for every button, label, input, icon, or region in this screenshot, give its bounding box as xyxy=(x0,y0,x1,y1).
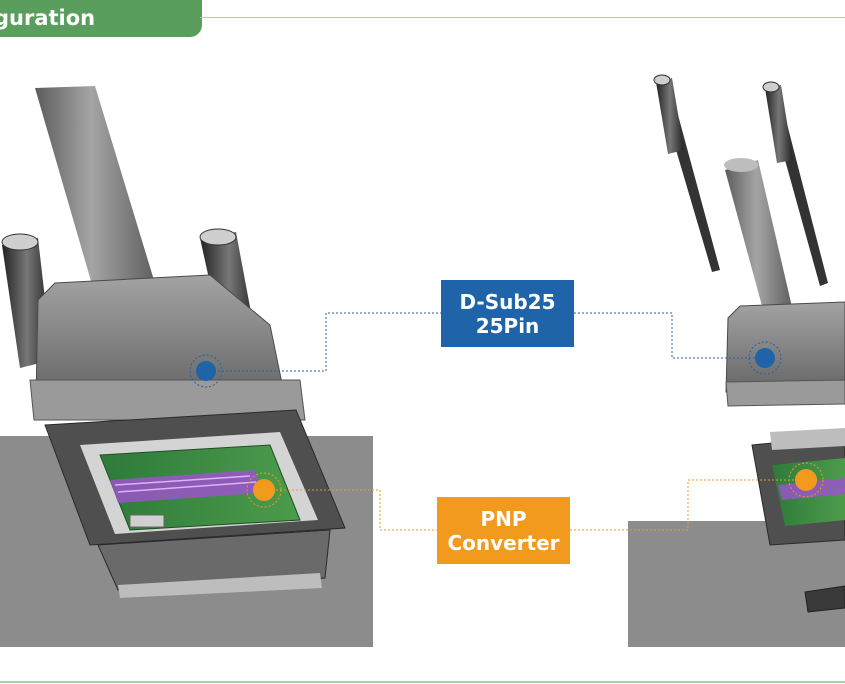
left-pcb xyxy=(99,444,301,531)
left-cable xyxy=(35,86,160,312)
dsub25-label-line1: D-Sub25 xyxy=(459,289,556,314)
right-hood xyxy=(725,301,845,393)
pnp-callout-lines xyxy=(264,479,806,531)
header-divider xyxy=(200,17,845,18)
dsub-marker-right xyxy=(748,341,782,375)
pnp-label-line2: Converter xyxy=(447,530,560,555)
right-cable xyxy=(725,160,795,328)
dsub-marker-left xyxy=(189,354,223,388)
dsub-callout-lines xyxy=(206,312,765,372)
pnp-label-line1: PNP xyxy=(480,506,527,531)
left-base xyxy=(97,529,331,591)
pnp-marker-left xyxy=(246,472,282,508)
right-screw-b xyxy=(762,81,828,286)
left-connector xyxy=(0,86,373,647)
right-connector xyxy=(628,74,845,647)
dsub25-label: D-Sub25 25Pin xyxy=(441,280,574,347)
right-screw-a xyxy=(653,74,720,272)
pnp-marker-right xyxy=(788,462,824,498)
section-title: guration xyxy=(0,6,96,30)
pnp-converter-label: PNP Converter xyxy=(437,497,570,564)
footer-divider xyxy=(0,681,845,683)
section-header-tab: guration xyxy=(0,0,202,37)
dsub25-label-line2: 25Pin xyxy=(475,313,540,338)
right-small-part xyxy=(804,585,845,613)
